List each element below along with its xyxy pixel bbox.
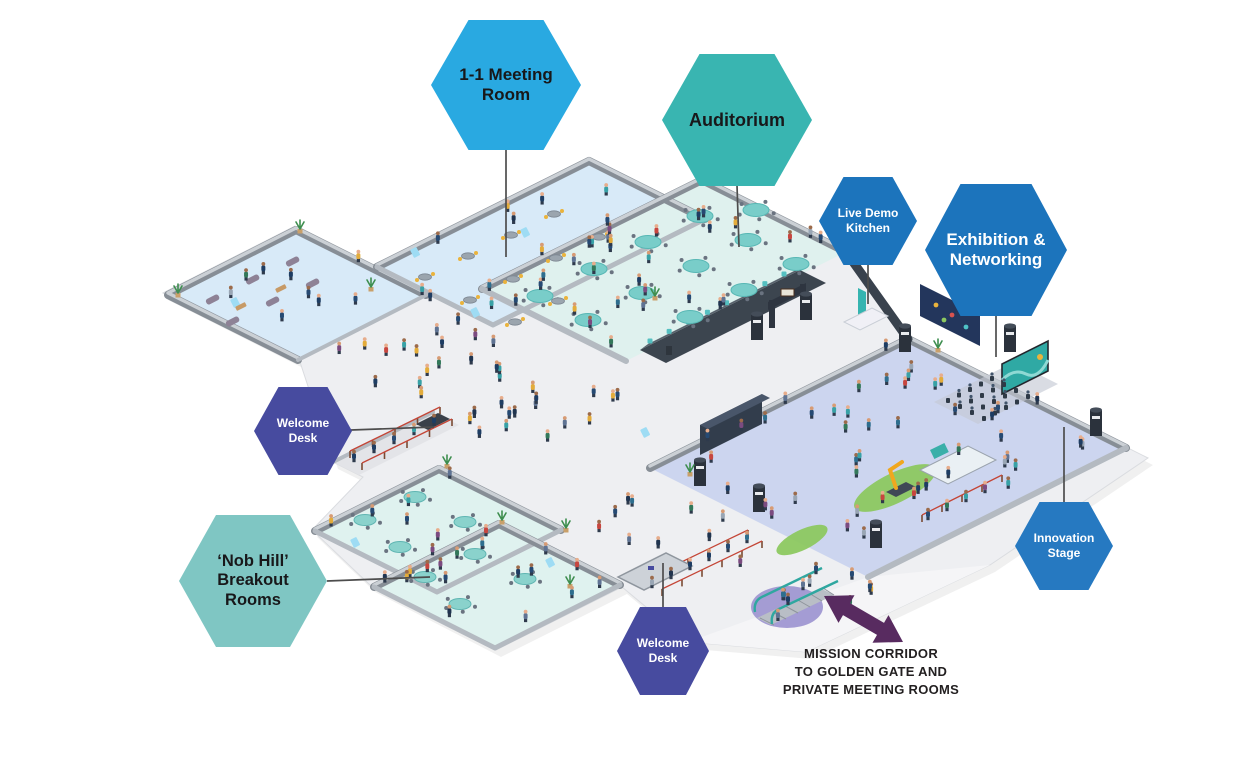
- label-line: 1-1 Meeting: [459, 65, 553, 85]
- label-auditorium: Auditorium: [662, 54, 812, 186]
- note-line: MISSION CORRIDOR: [803, 646, 939, 661]
- leader-welcome-desk-left: [350, 426, 435, 431]
- tables: [349, 199, 816, 614]
- label-line: Rooms: [225, 590, 281, 609]
- label-line: Stage: [1047, 546, 1081, 560]
- label-innovation-stage: Innovation Stage: [1015, 502, 1113, 590]
- label-welcome-desk-left: Welcome Desk: [254, 387, 352, 475]
- label-line: Welcome: [276, 416, 330, 430]
- label-line: Exhibition &: [946, 230, 1046, 250]
- label-line: Networking: [949, 250, 1043, 269]
- lounge-furniture: [205, 256, 320, 327]
- label-line: Kitchen: [845, 221, 890, 235]
- meeting-tables: [230, 209, 650, 568]
- label-line: Breakout: [217, 571, 289, 590]
- note-line: TO GOLDEN GATE AND: [794, 664, 948, 680]
- plants: [173, 219, 943, 589]
- label-line: ‘Nob Hill’: [217, 552, 289, 571]
- label-line: Desk: [648, 651, 678, 665]
- corridor-arrow: [824, 595, 903, 643]
- label-line: Innovation: [1033, 531, 1095, 545]
- label-line: Room: [481, 85, 531, 104]
- corridor-note: MISSION CORRIDOR TO GOLDEN GATE AND PRIV…: [751, 645, 991, 700]
- innovation-stage: [934, 339, 1058, 424]
- label-line: Welcome: [636, 636, 690, 650]
- label-line: Auditorium: [689, 109, 785, 130]
- label-line: Live Demo: [837, 206, 899, 220]
- label-line: Desk: [288, 431, 318, 445]
- people: [228, 183, 1085, 623]
- leader-nob-hill: [326, 576, 431, 582]
- exhibition-booths: [694, 283, 1102, 556]
- leader-lines: [326, 149, 1065, 607]
- label-meeting-room: 1-1 Meeting Room: [431, 20, 581, 150]
- leader-auditorium: [736, 184, 740, 248]
- note-line: PRIVATE MEETING ROOMS: [782, 682, 960, 698]
